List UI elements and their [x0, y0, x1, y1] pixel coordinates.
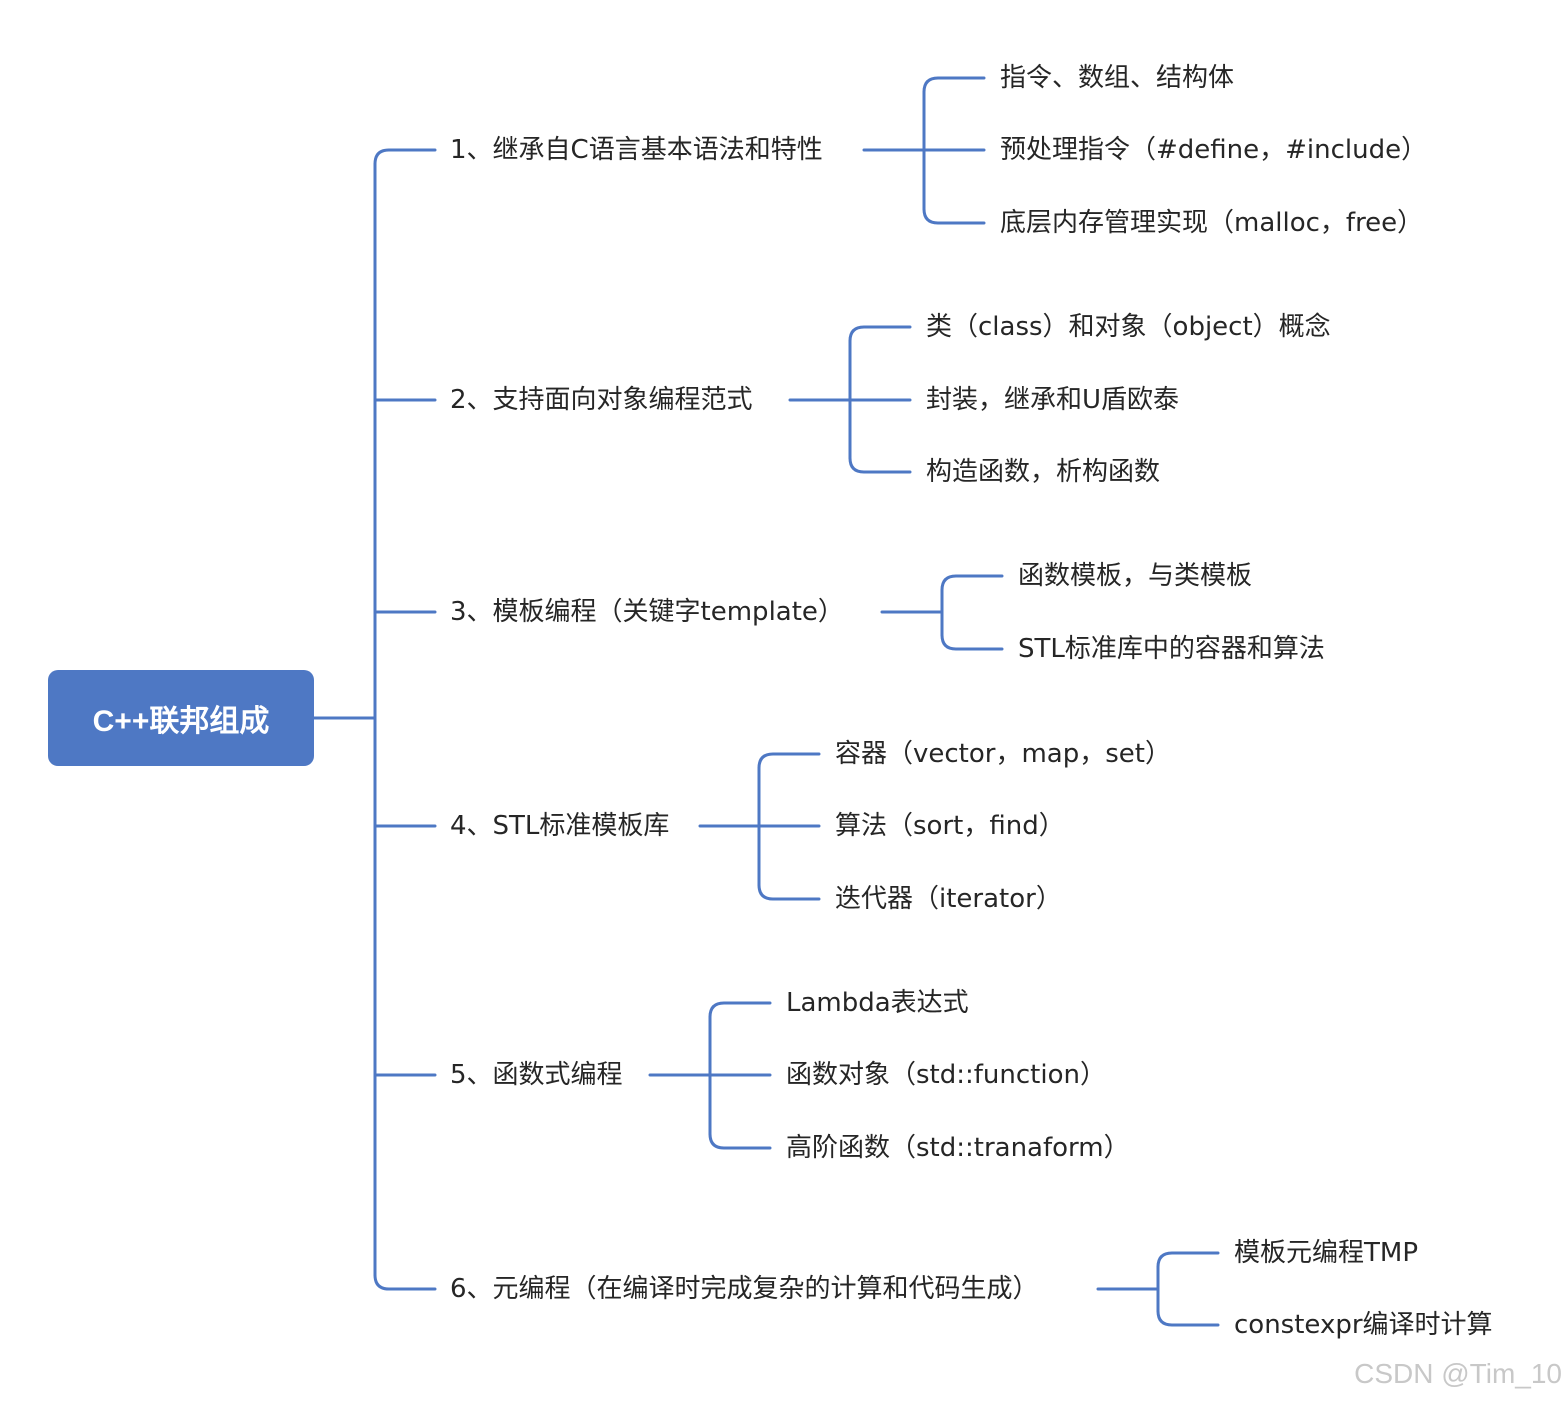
branch-3-link-1 — [940, 574, 1004, 592]
root-link-6 — [373, 1273, 437, 1291]
leaf-node-5-3[interactable]: 高阶函数（std::tranaform） — [786, 1133, 1130, 1163]
branch-node-3[interactable]: 3、模板编程（关键字template） — [450, 597, 844, 627]
leaf-node-3-1[interactable]: 函数模板，与类模板 — [1018, 561, 1253, 591]
branch-6-link-2 — [1156, 1309, 1220, 1327]
leaf-node-5-1[interactable]: Lambda表达式 — [786, 988, 969, 1018]
branch-2-link-1 — [848, 325, 912, 343]
branch-node-4[interactable]: 4、STL标准模板库 — [450, 811, 670, 841]
leaf-node-6-2[interactable]: constexpr编译时计算 — [1234, 1310, 1493, 1340]
leaf-node-5-2[interactable]: 函数对象（std::function） — [786, 1060, 1106, 1090]
branch-node-1[interactable]: 1、继承自C语言基本语法和特性 — [450, 135, 823, 165]
leaf-node-3-2[interactable]: STL标准库中的容器和算法 — [1018, 634, 1325, 664]
leaf-node-2-3[interactable]: 构造函数，析构函数 — [926, 457, 1161, 487]
branch-5-link-3 — [708, 1132, 772, 1150]
watermark: CSDN @Tim_10 — [1354, 1358, 1562, 1389]
leaf-node-1-3[interactable]: 底层内存管理实现（malloc，free） — [1000, 208, 1424, 238]
root-link-1 — [373, 148, 437, 166]
branch-3-link-2 — [940, 633, 1004, 651]
branch-2-link-3 — [848, 456, 912, 474]
leaf-node-6-1[interactable]: 模板元编程TMP — [1234, 1238, 1418, 1268]
leaf-node-4-1[interactable]: 容器（vector，map，set） — [835, 739, 1171, 769]
leaf-node-2-2[interactable]: 封装，继承和U盾欧泰 — [926, 385, 1180, 415]
branch-1-link-1 — [922, 76, 986, 94]
branch-node-2[interactable]: 2、支持面向对象编程范式 — [450, 385, 753, 415]
leaf-node-1-1[interactable]: 指令、数组、结构体 — [1000, 63, 1235, 93]
root-node[interactable]: C++联邦组成 — [48, 670, 314, 766]
leaf-node-1-2[interactable]: 预处理指令（#define，#include） — [1000, 135, 1428, 165]
leaf-node-4-3[interactable]: 迭代器（iterator） — [835, 884, 1062, 914]
leaf-node-2-1[interactable]: 类（class）和对象（object）概念 — [926, 312, 1331, 342]
branch-node-6[interactable]: 6、元编程（在编译时完成复杂的计算和代码生成） — [450, 1274, 1039, 1304]
branch-4-link-1 — [757, 752, 821, 770]
branch-5-link-1 — [708, 1001, 772, 1019]
branch-6-link-1 — [1156, 1251, 1220, 1269]
branch-node-5[interactable]: 5、函数式编程 — [450, 1060, 623, 1090]
branch-1-link-3 — [922, 207, 986, 225]
leaf-node-4-2[interactable]: 算法（sort，find） — [835, 811, 1065, 841]
branch-4-link-3 — [757, 883, 821, 901]
